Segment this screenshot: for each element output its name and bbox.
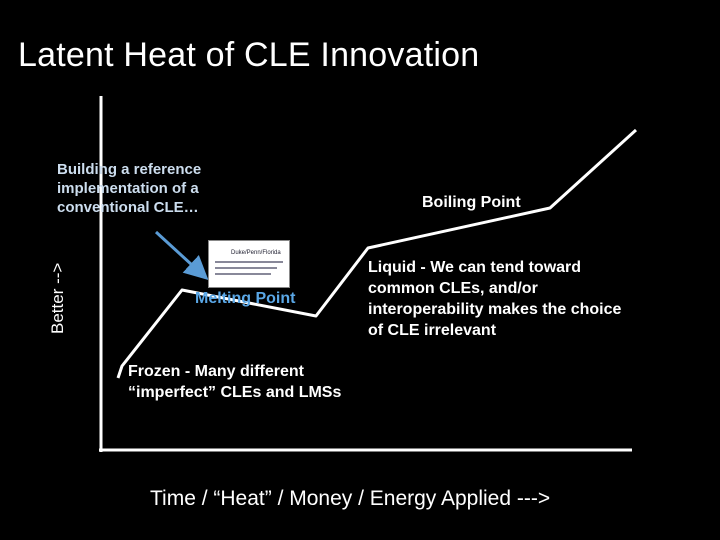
y-axis-label: Better -->	[48, 262, 67, 334]
boiling-point-label: Boiling Point	[422, 194, 521, 211]
thumbnail-line	[215, 267, 277, 269]
thumbnail-line	[215, 261, 283, 263]
liquid-phase-note: Liquid - We can tend toward common CLEs,…	[368, 259, 622, 339]
phase-curve	[116, 128, 638, 379]
thumbnail-line	[215, 273, 271, 275]
project-logo-thumbnail: Duke/Penn/Florida	[208, 240, 290, 288]
melting-point-label: Melting Point	[195, 290, 296, 307]
thumbnail-logo-text: Duke/Penn/Florida	[231, 250, 281, 256]
frozen-phase-note: Frozen - Many different “imperfect” CLEs…	[128, 363, 342, 401]
reference-arrow	[154, 230, 209, 281]
reference-implementation-note: Building a reference implementation of a…	[57, 161, 202, 216]
slide-title: Latent Heat of CLE Innovation	[18, 36, 480, 74]
x-axis-label: Time / “Heat” / Money / Energy Applied -…	[150, 487, 551, 510]
